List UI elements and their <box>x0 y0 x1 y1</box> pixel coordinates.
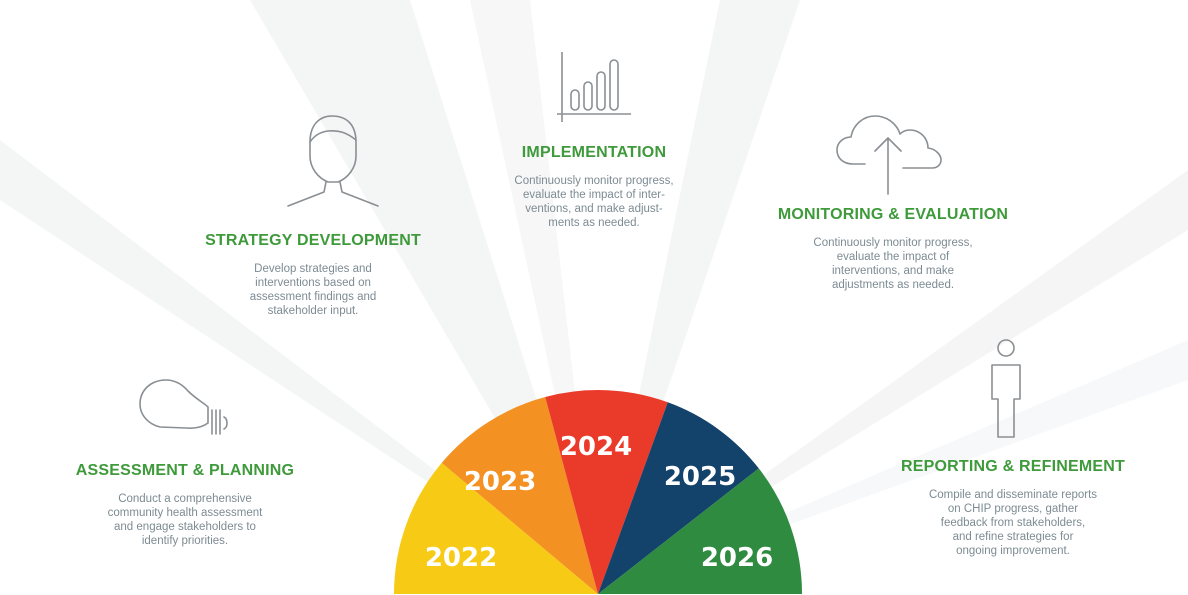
year-label-2023: 2023 <box>464 467 536 497</box>
year-sector-2023 <box>441 397 598 594</box>
step-description: Continuously monitor progress, evaluate … <box>813 237 973 291</box>
step-description: Compile and disseminate reports on CHIP … <box>928 489 1098 557</box>
year-sector-2024 <box>545 390 668 594</box>
step-description: Conduct a comprehensive community health… <box>107 493 263 547</box>
person-standing-icon <box>982 337 1028 441</box>
step-title: STRATEGY DEVELOPMENT <box>205 232 421 249</box>
year-label-2024: 2024 <box>560 432 632 462</box>
lightbulb-icon <box>138 377 234 443</box>
step-title: IMPLEMENTATION <box>521 144 667 161</box>
step-monitoring: MONITORING & EVALUATION Continuously mon… <box>758 206 1028 292</box>
year-sector-2022 <box>394 462 598 594</box>
person-head-icon <box>282 112 382 212</box>
year-label-2026: 2026 <box>701 543 773 573</box>
year-sector-2026 <box>598 468 803 594</box>
step-strategy: STRATEGY DEVELOPMENT Develop strategies … <box>188 232 438 318</box>
step-implementation: IMPLEMENTATION Continuously monitor prog… <box>474 144 714 230</box>
year-label-2025: 2025 <box>664 462 736 492</box>
step-assessment: ASSESSMENT & PLANNING Conduct a comprehe… <box>60 462 310 548</box>
year-sector-2025 <box>598 402 759 594</box>
step-description: Continuously monitor progress, evaluate … <box>514 175 674 229</box>
step-title: MONITORING & EVALUATION <box>777 206 1009 223</box>
step-title: REPORTING & REFINEMENT <box>901 458 1125 475</box>
step-reporting: REPORTING & REFINEMENT Compile and disse… <box>878 458 1148 558</box>
bar-chart-icon <box>557 50 633 124</box>
step-description: Develop strategies and interventions bas… <box>249 263 377 317</box>
year-label-2022: 2022 <box>425 543 497 573</box>
step-title: ASSESSMENT & PLANNING <box>75 462 295 479</box>
cloud-upload-icon <box>835 112 945 196</box>
